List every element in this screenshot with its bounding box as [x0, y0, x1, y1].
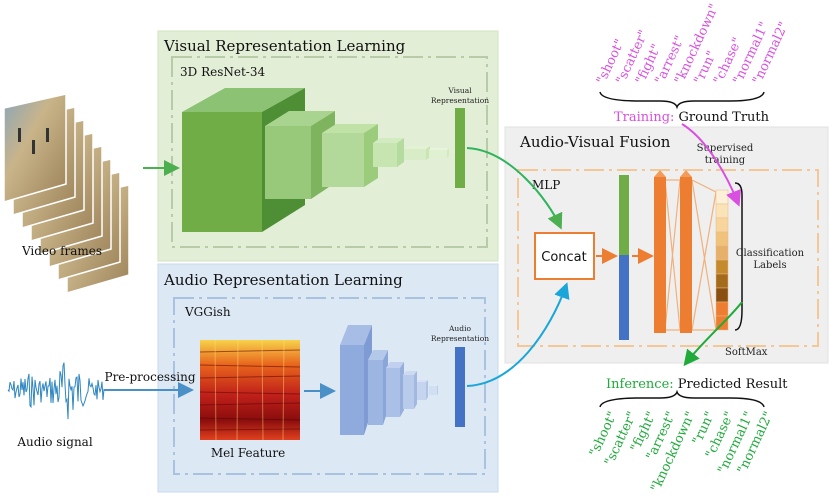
- audio-panel: Audio Representation Learning VGGish Mel…: [157, 263, 499, 493]
- visual-rep-label-2: Representation: [431, 96, 489, 105]
- concat-box: [534, 232, 595, 280]
- mlp-box: [517, 169, 819, 347]
- supervised-label-2: training: [705, 155, 746, 166]
- softmax-to-inference-arrow: [683, 301, 743, 367]
- audio-to-concat-arrow: [466, 282, 570, 387]
- labels-brace: [734, 182, 743, 331]
- concat-label: Concat: [541, 250, 586, 265]
- visual-representation-bar: [455, 108, 465, 188]
- video-frames-label: Video frames: [21, 244, 102, 258]
- hidden-layer-2: [680, 177, 692, 333]
- person-silhouette: [32, 140, 35, 154]
- visual-panel-title: Visual Representation Learning: [163, 37, 406, 55]
- mlp-label: MLP: [532, 178, 560, 192]
- training-text: Ground Truth: [674, 110, 769, 125]
- visual-to-concat-arrow: [466, 147, 563, 230]
- audio-rep-label-1: Audio: [448, 324, 471, 333]
- inference-label-group: "shoot""scatter""fight""arrest""knockdow…: [587, 409, 777, 494]
- audio-waveform: [7, 362, 105, 420]
- classification-label-2: Labels: [753, 260, 786, 271]
- inference-prefix: Inference:: [606, 377, 674, 392]
- supervised-training-arrow: [681, 123, 741, 207]
- training-brace: [599, 91, 765, 110]
- inference-predicted: Inference: Predicted Result "shoot""scat…: [587, 377, 788, 494]
- video-frames-stack: [3, 93, 130, 294]
- audio-representation-bar: [455, 347, 465, 427]
- visual-rep-label-1: Visual: [447, 86, 472, 95]
- concat-visual-part: [619, 175, 629, 255]
- resnet-blocks: [182, 88, 449, 232]
- softmax-label: SoftMax: [725, 347, 768, 358]
- fusion-panel-title: Audio-Visual Fusion: [519, 133, 671, 151]
- supervised-label-1: Supervised: [697, 143, 754, 154]
- audio-panel-title: Audio Representation Learning: [163, 271, 403, 289]
- audio-model-name: VGGish: [184, 305, 231, 319]
- audio-rep-label-2: Representation: [431, 334, 489, 343]
- training-ground-truth: "shoot""scatter""fight""arrest""knockdow…: [594, 2, 792, 125]
- visual-model-name: 3D ResNet-34: [180, 65, 265, 79]
- hidden-layer-1: [654, 177, 666, 333]
- vggish-blocks: [340, 325, 438, 435]
- person-silhouette: [18, 128, 21, 142]
- person-silhouette: [46, 128, 49, 142]
- training-caption: Training: Ground Truth: [614, 110, 770, 125]
- softmax-output-column: [715, 189, 729, 331]
- inference-text: Predicted Result: [674, 377, 789, 392]
- fusion-panel: Audio-Visual Fusion MLP Concat: [504, 126, 829, 364]
- mel-feature-label: Mel Feature: [211, 446, 285, 460]
- mel-spectrogram: [199, 339, 301, 441]
- inference-brace: [599, 389, 765, 408]
- audio-signal-label: Audio signal: [16, 435, 93, 449]
- visual-panel: Visual Representation Learning 3D ResNet…: [157, 30, 499, 262]
- training-prefix: Training:: [614, 110, 674, 125]
- classification-label-1: Classification: [736, 248, 805, 259]
- concat-audio-part: [619, 255, 629, 340]
- inference-caption: Inference: Predicted Result: [606, 377, 788, 392]
- audio-model-box: [173, 297, 486, 475]
- fc-connections: [664, 179, 717, 331]
- training-label-group: "shoot""scatter""fight""arrest""knockdow…: [594, 2, 792, 87]
- preprocessing-label: Pre-processing: [105, 370, 196, 384]
